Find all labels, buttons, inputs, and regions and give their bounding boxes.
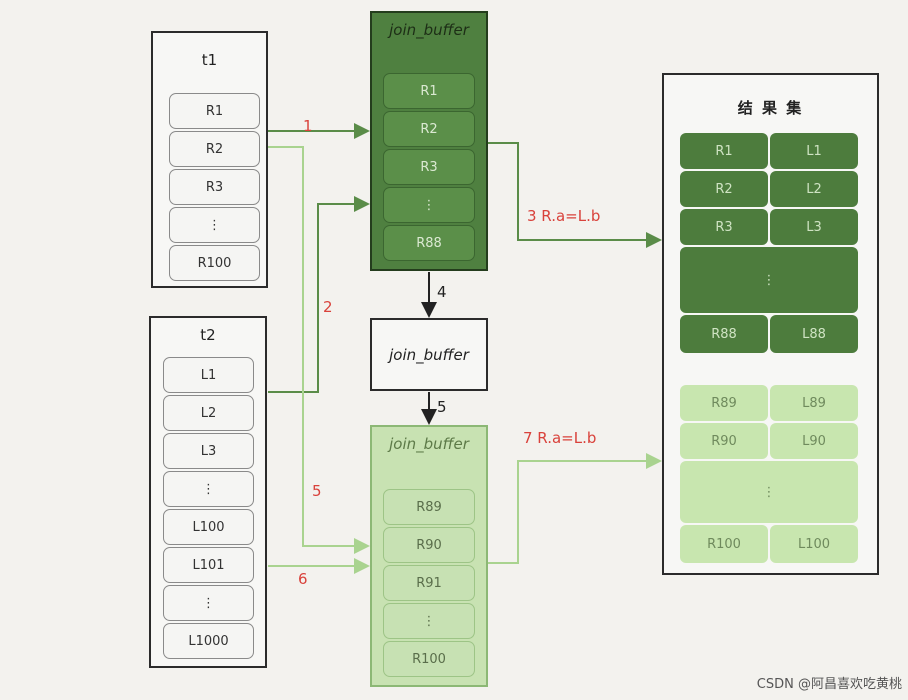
join-buffer-3-row: R89 <box>383 489 475 525</box>
result-cell-r: R88 <box>680 315 768 353</box>
arrow-5b <box>268 146 370 554</box>
t2-row: ⋮ <box>163 585 254 621</box>
step-label-5b: 5 <box>312 482 322 500</box>
result-cell-l: L88 <box>770 315 858 353</box>
result-set: 结 果 集 R1 L1 R2 L2 R3 L3 ⋮ R88 L88 R89 L8… <box>662 73 879 575</box>
t1-row: ⋮ <box>169 207 260 243</box>
t2-title: t2 <box>200 326 216 344</box>
join-buffer-1: join_buffer R1 R2 R3 ⋮ R88 <box>370 11 488 271</box>
result-cell-ellipsis: ⋮ <box>680 247 858 313</box>
arrow-7 <box>488 453 662 564</box>
join-buffer-3-row: R100 <box>383 641 475 677</box>
result-cell-r: R90 <box>680 423 768 459</box>
t2-row: L1000 <box>163 623 254 659</box>
step-label-5a: 5 <box>437 398 447 416</box>
t1-row: R100 <box>169 245 260 281</box>
join-buffer-1-row: R3 <box>383 149 475 185</box>
join-buffer-3-row: R91 <box>383 565 475 601</box>
result-cell-l: L100 <box>770 525 858 563</box>
t2-row: L2 <box>163 395 254 431</box>
result-cell-r: R3 <box>680 209 768 245</box>
join-buffer-3-row: R90 <box>383 527 475 563</box>
result-cell-r: R2 <box>680 171 768 207</box>
join-buffer-2: join_buffer <box>370 318 488 391</box>
t1-row: R1 <box>169 93 260 129</box>
join-buffer-3: join_buffer R89 R90 R91 ⋮ R100 <box>370 425 488 687</box>
t1-table: t1 R1 R2 R3 ⋮ R100 <box>151 31 268 288</box>
t2-row: L3 <box>163 433 254 469</box>
t2-row: L1 <box>163 357 254 393</box>
step-label-7: 7 R.a=L.b <box>523 429 597 447</box>
join-buffer-1-title: join_buffer <box>389 21 469 39</box>
t1-row: R3 <box>169 169 260 205</box>
join-buffer-1-row: ⋮ <box>383 187 475 223</box>
t2-row: L101 <box>163 547 254 583</box>
result-cell-l: L1 <box>770 133 858 169</box>
join-buffer-1-row: R1 <box>383 73 475 109</box>
t2-table: t2 L1 L2 L3 ⋮ L100 L101 ⋮ L1000 <box>149 316 267 668</box>
join-buffer-3-row: ⋮ <box>383 603 475 639</box>
result-set-title: 结 果 集 <box>737 99 804 117</box>
t2-row: L100 <box>163 509 254 545</box>
arrow-3 <box>488 142 662 248</box>
arrow-2 <box>268 196 370 393</box>
step-label-2: 2 <box>323 298 333 316</box>
result-cell-l: L3 <box>770 209 858 245</box>
step-label-6: 6 <box>298 570 308 588</box>
join-buffer-1-row: R88 <box>383 225 475 261</box>
result-cell-l: L90 <box>770 423 858 459</box>
join-buffer-2-title: join_buffer <box>389 345 469 364</box>
t1-title: t1 <box>201 51 218 69</box>
watermark: CSDN @阿昌喜欢吃黄桃 <box>756 677 902 692</box>
result-cell-r: R100 <box>680 525 768 563</box>
result-cell-r: R1 <box>680 133 768 169</box>
join-buffer-3-title: join_buffer <box>389 435 469 453</box>
result-cell-l: L2 <box>770 171 858 207</box>
join-buffer-1-row: R2 <box>383 111 475 147</box>
t1-row: R2 <box>169 131 260 167</box>
step-label-3: 3 R.a=L.b <box>527 207 601 225</box>
step-label-1: 1 <box>303 117 313 135</box>
step-label-4: 4 <box>437 283 447 301</box>
result-cell-r: R89 <box>680 385 768 421</box>
result-cell-l: L89 <box>770 385 858 421</box>
result-cell-ellipsis: ⋮ <box>680 461 858 523</box>
t2-row: ⋮ <box>163 471 254 507</box>
